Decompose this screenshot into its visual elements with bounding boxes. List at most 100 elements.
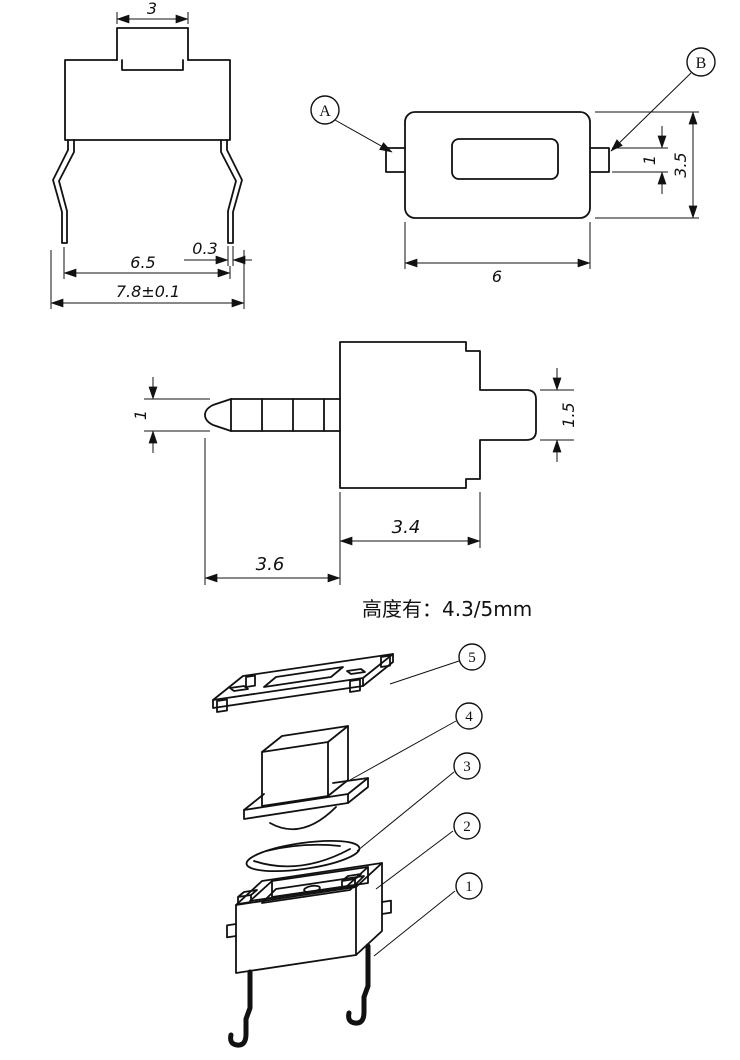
dim-side-tab-height: 1.5 <box>559 402 578 427</box>
dim-overall-width: 7.8±0.1 <box>116 282 180 301</box>
housing-floor <box>261 875 365 904</box>
balloon-part-1-label: 1 <box>465 879 473 895</box>
exploded-housing <box>226 862 392 974</box>
balloon-part-2-leader <box>375 830 454 890</box>
balloon-b-label: B <box>696 55 707 72</box>
balloon-part-3-label: 3 <box>463 759 471 775</box>
balloon-a-circle <box>310 95 340 125</box>
cover-plate-opening <box>263 666 344 688</box>
ext-lines-stem-width <box>144 398 210 432</box>
ext-lines-body-width <box>404 222 591 269</box>
balloon-part-2-label: 2 <box>463 819 471 835</box>
dim-body-width-side: 3.4 <box>392 517 421 538</box>
exploded-cover-plate <box>212 653 394 713</box>
height-note: 高度有：4.3/5mm <box>362 597 532 621</box>
front-left-leg <box>52 139 75 244</box>
housing-corner-post-left <box>237 889 258 905</box>
side-stem-segments <box>230 398 325 432</box>
cover-plate-top-face <box>212 653 394 701</box>
side-stem-tip <box>204 398 232 432</box>
top-left-tab <box>385 147 406 173</box>
balloon-part-4: 4 <box>349 702 483 781</box>
balloon-a: A <box>310 95 393 153</box>
balloon-part-2-circle <box>453 812 481 840</box>
cover-plate-front-edge <box>212 677 364 709</box>
front-body-recess <box>121 59 184 71</box>
button-right-face <box>327 725 349 797</box>
button-flange-right <box>347 777 369 804</box>
side-view-outline <box>204 341 537 489</box>
balloon-part-4-circle <box>455 702 483 730</box>
dim-body-depth: 3.5 <box>671 152 690 177</box>
cover-plate-tab-1 <box>216 698 228 713</box>
side-view: 1 1.5 3.4 3.6 高度有：4.3/5mm <box>131 341 578 621</box>
top-view-dimensions: 1 3.5 6 <box>404 111 699 286</box>
balloon-a-label: A <box>319 103 331 120</box>
dome-inner-arc-1 <box>253 848 351 868</box>
cover-plate-slot-left <box>229 685 249 692</box>
button-top-face <box>261 725 349 753</box>
top-view: A B 1 3.5 6 <box>310 47 716 286</box>
exploded-legs <box>228 943 371 1048</box>
balloon-part-1-leader <box>373 890 456 957</box>
balloon-b-circle <box>686 47 716 77</box>
balloon-b: B <box>610 47 716 152</box>
top-right-tab <box>589 147 610 173</box>
dim-side-tab-width: 1 <box>640 155 659 165</box>
exploded-button <box>243 725 369 831</box>
balloon-part-4-label: 4 <box>465 709 473 725</box>
ext-lines-lead-thickness <box>227 246 234 266</box>
dim-stem-length: 3.6 <box>256 554 285 575</box>
front-view: 3 0.3 6.5 7.8±0.1 <box>50 0 252 309</box>
balloon-part-3: 3 <box>356 752 481 852</box>
dim-lead-span: 6.5 <box>130 253 155 272</box>
side-stem <box>230 398 341 432</box>
dome-outline <box>245 839 361 873</box>
dim-stem-width: 1 <box>131 410 150 420</box>
front-view-outline <box>52 27 243 244</box>
housing-side-tab-left <box>226 923 237 939</box>
balloon-part-3-leader <box>356 771 455 852</box>
leg-front-left <box>228 969 253 1048</box>
dome-inner-arc-2 <box>265 843 341 852</box>
side-body <box>339 341 537 489</box>
front-view-dimensions: 3 0.3 6.5 7.8±0.1 <box>50 0 252 309</box>
balloon-part-1: 1 <box>373 872 483 957</box>
cover-plate-tab-2 <box>349 678 361 693</box>
ext-lines-body-depth <box>595 111 699 219</box>
dim-lead-thickness: 0.3 <box>192 239 217 258</box>
cover-plate-tab-4 <box>245 674 256 688</box>
top-button-opening <box>451 138 559 180</box>
exploded-metal-dome <box>245 839 361 873</box>
top-view-outline <box>385 111 610 219</box>
cover-plate-tab-3 <box>380 654 391 668</box>
cover-plate-right-edge <box>362 653 394 687</box>
balloon-part-3-circle <box>453 752 481 780</box>
housing-corner-post-right <box>341 873 362 889</box>
front-plunger <box>116 27 189 61</box>
button-flange-front <box>243 793 349 820</box>
top-body <box>404 111 591 219</box>
ext-lines-body-width-side <box>339 492 481 585</box>
front-body <box>64 59 231 141</box>
housing-center-contact <box>303 884 321 894</box>
balloon-a-leader <box>334 119 393 153</box>
exploded-balloons: 5 4 3 2 1 <box>349 643 486 957</box>
balloon-part-2: 2 <box>375 812 481 890</box>
balloon-part-5-leader <box>389 660 460 685</box>
exploded-view: 5 4 3 2 1 <box>212 643 486 1048</box>
leg-front-right <box>346 943 371 1026</box>
front-right-leg <box>220 139 243 244</box>
housing-front-wall <box>235 886 357 974</box>
cover-plate-slot-right <box>346 668 366 675</box>
dim-body-width: 6 <box>492 267 502 286</box>
balloon-part-5-label: 5 <box>468 650 476 666</box>
housing-side-tab-right <box>381 899 392 915</box>
balloon-part-5-circle <box>458 643 486 671</box>
balloon-part-5: 5 <box>389 643 486 685</box>
dim-plunger-width: 3 <box>147 0 157 18</box>
button-front-face <box>261 741 329 807</box>
side-view-dimensions: 1 1.5 3.4 3.6 <box>131 368 578 585</box>
